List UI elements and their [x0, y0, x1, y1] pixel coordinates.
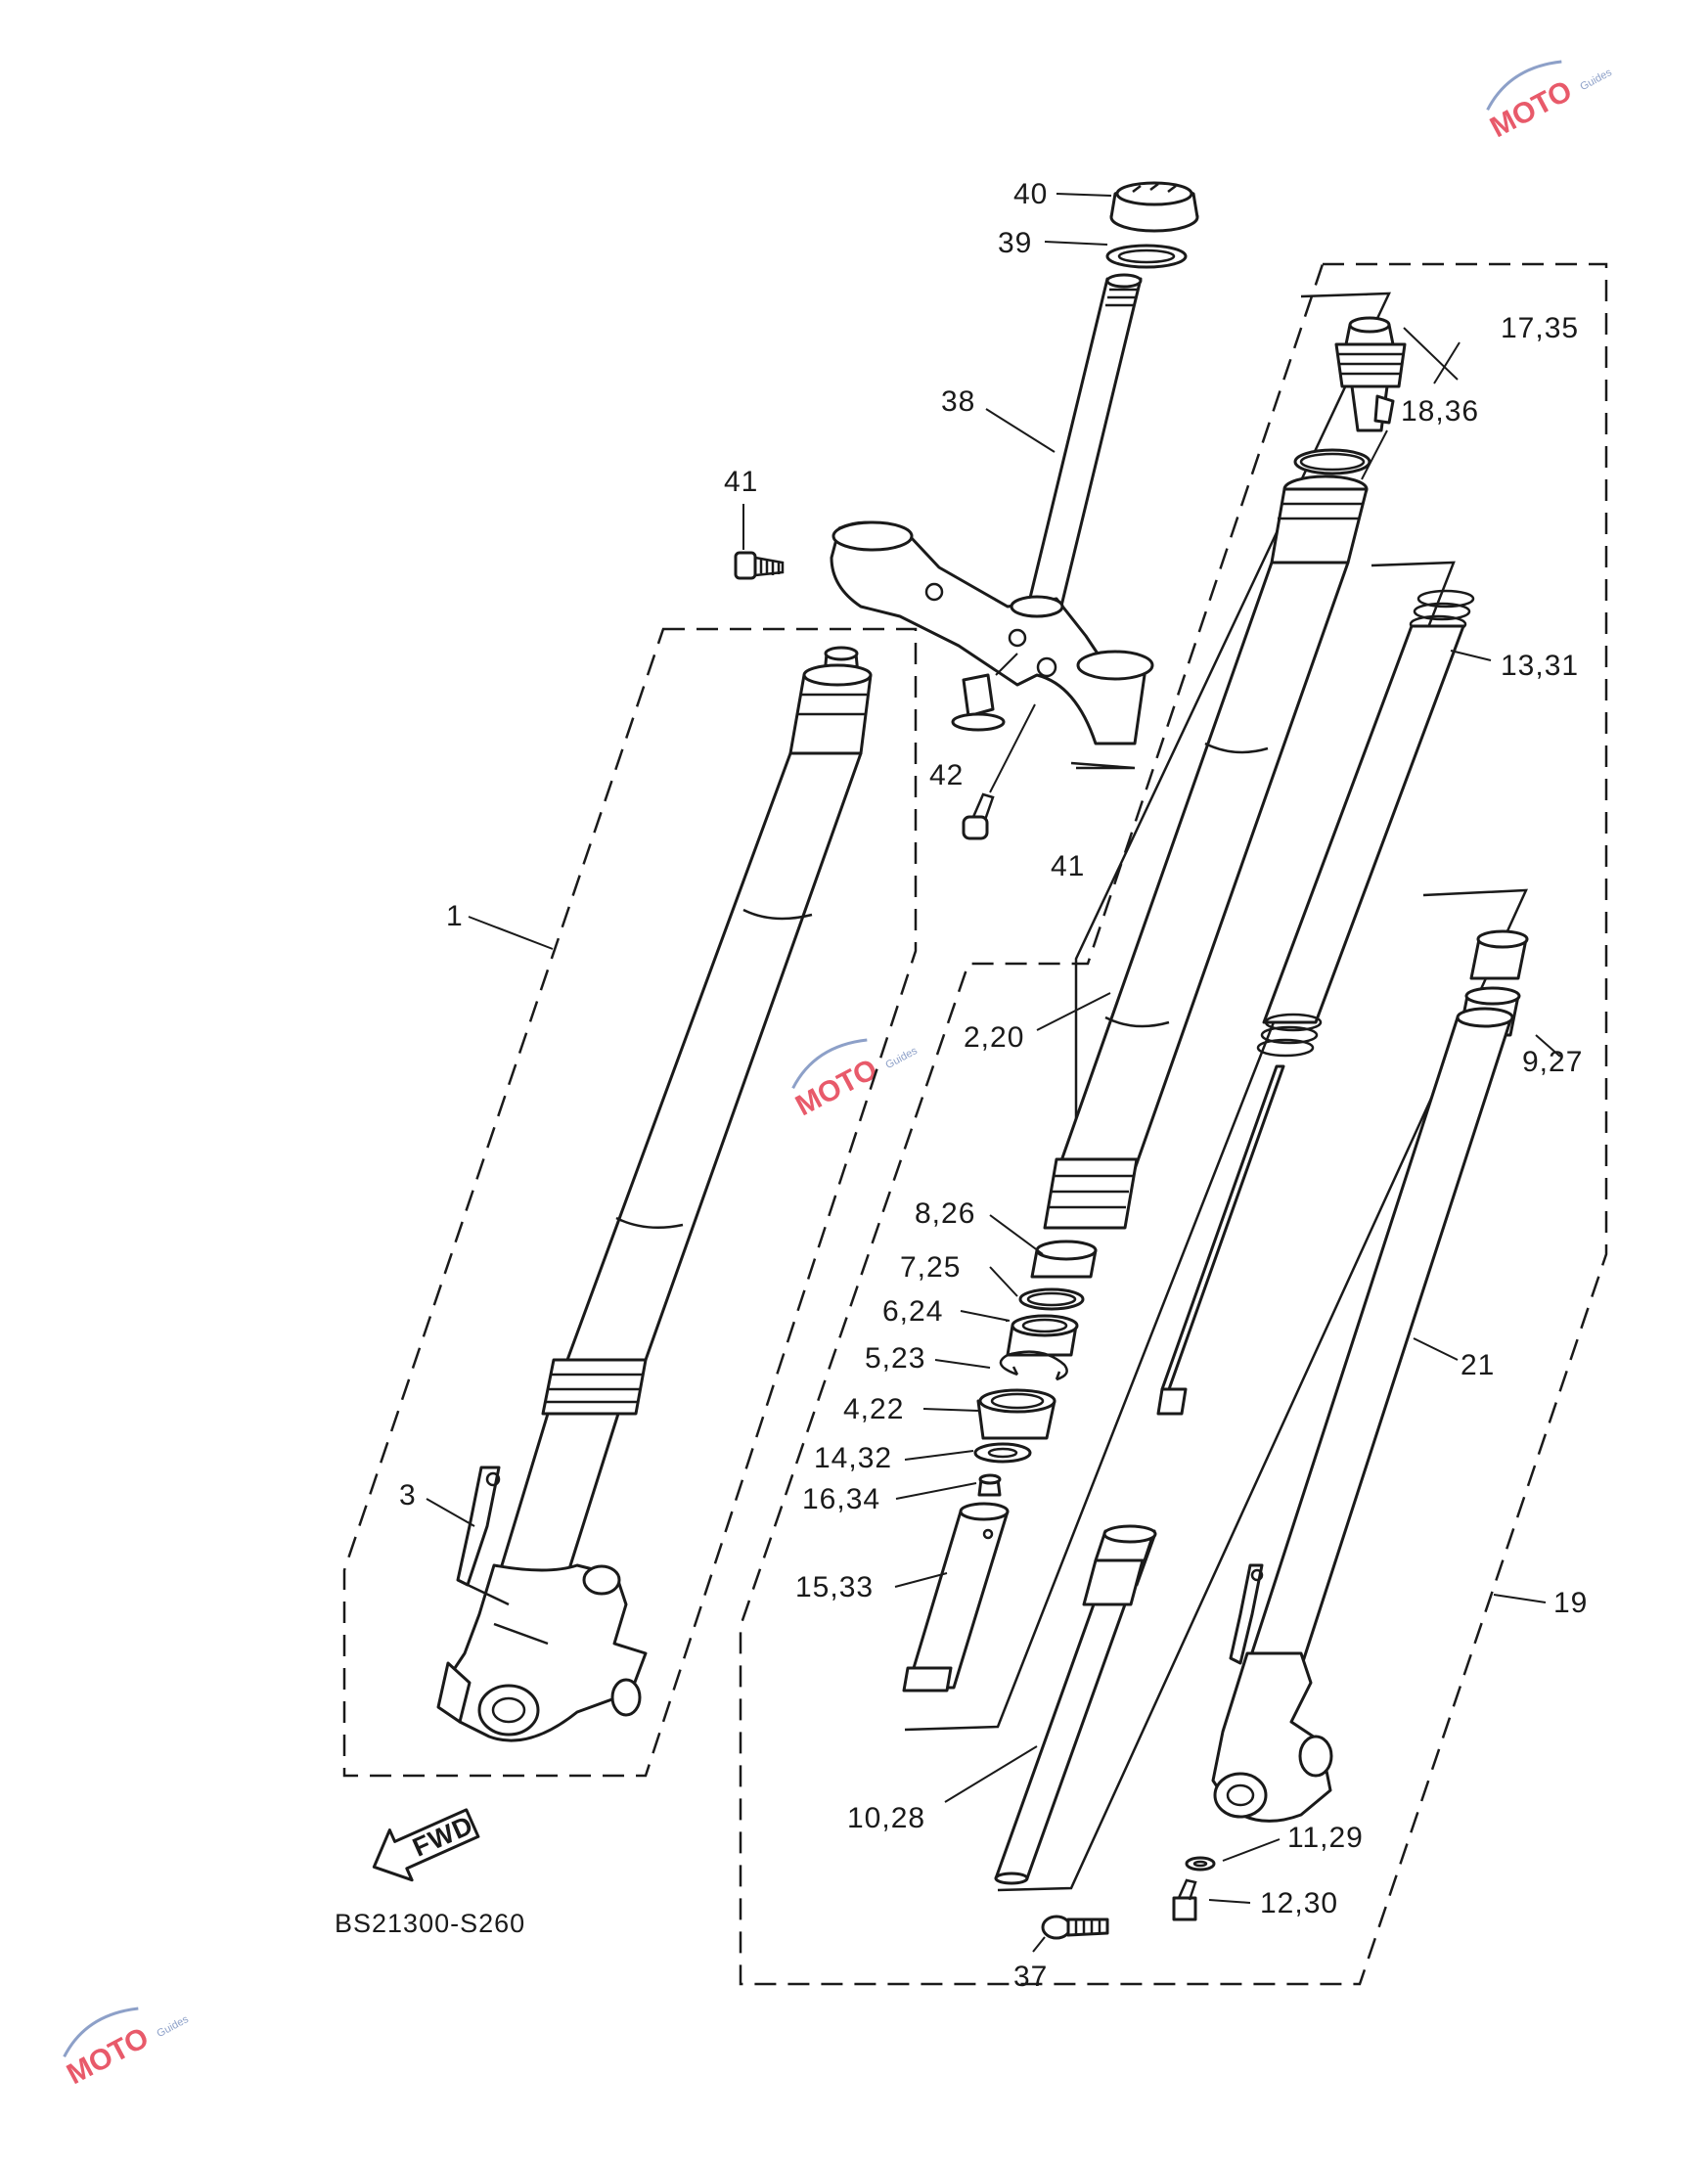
svg-text:MOTO: MOTO [1485, 74, 1577, 144]
svg-text:FWD: FWD [408, 1810, 477, 1863]
callout-11-29: 11,29 [1287, 1822, 1364, 1854]
bracket-upper-right [1070, 761, 1136, 770]
leader-lines [426, 193, 1561, 1953]
circlip-5-23 [999, 1350, 1068, 1381]
bolt-12-30 [1172, 1878, 1197, 1921]
oil-seal-6-24 [1006, 1314, 1079, 1357]
nut-16-34 [977, 1473, 1002, 1497]
callout-2-20: 2,20 [964, 1021, 1024, 1054]
callout-9-27: 9,27 [1522, 1046, 1583, 1078]
callout-1: 1 [446, 900, 464, 932]
o-ring-18-36 [1293, 448, 1371, 475]
bracket-inner-tube-group [997, 888, 1528, 1892]
diagram-code: BS21300-S260 [335, 1909, 525, 1938]
callout-41-top: 41 [724, 466, 758, 498]
callout-18-36: 18,36 [1401, 395, 1479, 428]
callout-labels: 40 39 38 41 42 41 1 3 17,35 18,36 13,31 … [335, 178, 1588, 1993]
callout-7-25: 7,25 [900, 1251, 961, 1284]
callout-12-30: 12,30 [1260, 1887, 1338, 1919]
callout-17-35: 17,35 [1501, 312, 1579, 344]
oil-seal-8-26 [1030, 1240, 1098, 1279]
callout-6-24: 6,24 [882, 1295, 943, 1328]
steering-stem-38 [1021, 273, 1143, 628]
fork-assembly-1 [436, 646, 873, 1742]
seal-39 [1105, 244, 1188, 269]
cap-bolt-17-35 [1334, 316, 1407, 432]
callout-3: 3 [399, 1479, 417, 1512]
callout-39: 39 [998, 227, 1032, 259]
callout-42: 42 [929, 759, 964, 791]
watermark-center: MOTO Guides [790, 1038, 920, 1122]
callout-10-28: 10,28 [847, 1802, 925, 1834]
callout-40: 40 [1013, 178, 1048, 210]
callout-19: 19 [1553, 1587, 1588, 1619]
lower-leg-19 [1211, 1563, 1333, 1823]
callout-16-34: 16,34 [802, 1483, 880, 1515]
callout-41-bottom: 41 [1051, 850, 1085, 882]
svg-text:Guides: Guides [1578, 67, 1614, 93]
damper-rod [1082, 1064, 1285, 1606]
bolt-37 [1041, 1915, 1109, 1940]
group-outline-assembly-19 [739, 262, 1608, 1986]
callout-37: 37 [1013, 1961, 1048, 1993]
callout-21: 21 [1461, 1349, 1495, 1381]
outer-tube-2-20 [1043, 474, 1369, 1230]
bolt-41-bottom [962, 703, 1036, 840]
bolt-41-top [734, 504, 785, 580]
fork-spring-13-31 [1256, 589, 1475, 1058]
callout-38: 38 [941, 385, 975, 418]
washer-14-32 [973, 1442, 1032, 1464]
fwd-arrow-icon: FWD [372, 1808, 480, 1882]
svg-text:Guides: Guides [883, 1045, 920, 1071]
washer-11-29 [1185, 1856, 1216, 1872]
callout-14-32: 14,32 [814, 1442, 892, 1474]
callout-8-26: 8,26 [915, 1197, 975, 1230]
under-bracket [830, 520, 1154, 745]
callout-15-33: 15,33 [795, 1571, 874, 1603]
bracket-outer-tube-group [1074, 292, 1392, 1154]
callout-4-22: 4,22 [843, 1393, 904, 1425]
watermark-top-right: MOTO Guides [1485, 60, 1614, 144]
group-outline-assembly-1 [342, 627, 918, 1778]
clip-7-25 [1018, 1287, 1085, 1311]
inner-tube-21 [1240, 1007, 1514, 1685]
damper-cartridge-10-28 [994, 1602, 1127, 1885]
callout-13-31: 13,31 [1501, 650, 1579, 682]
nut-42 [951, 653, 1018, 732]
spacer-15-33 [902, 1502, 1010, 1692]
bracket-damper-group [904, 561, 1456, 1732]
svg-text:Guides: Guides [155, 2013, 191, 2040]
svg-text:MOTO: MOTO [62, 2021, 154, 2091]
dust-seal-4-22 [976, 1388, 1056, 1440]
bearing-cover-40 [1109, 181, 1199, 233]
watermark-bottom-left: MOTO Guides [62, 2007, 191, 2091]
callout-5-23: 5,23 [865, 1342, 925, 1375]
svg-text:MOTO: MOTO [790, 1053, 882, 1122]
